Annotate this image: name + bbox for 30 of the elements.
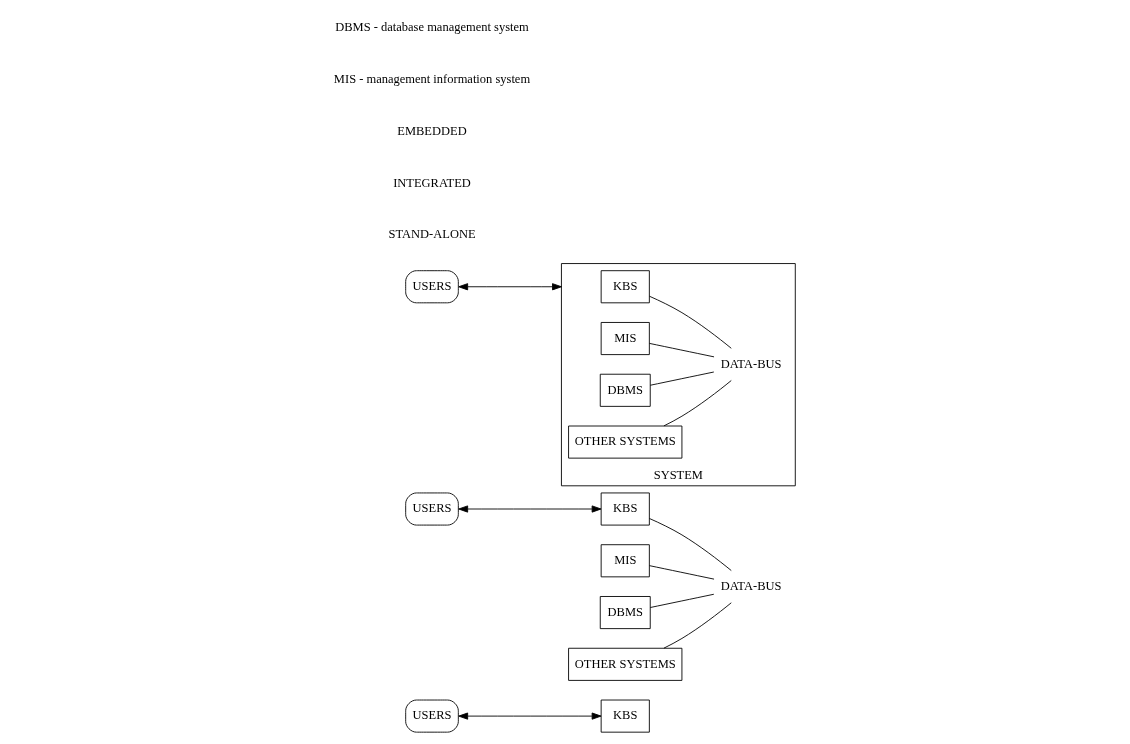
node-box: MIS <box>600 544 650 578</box>
node-box: KBS <box>600 699 650 733</box>
label: EMBEDDED <box>397 123 467 138</box>
node-box: OTHER SYSTEMS <box>568 647 683 681</box>
arrow <box>458 283 562 291</box>
connector <box>649 371 715 386</box>
node-text: DATA-BUS <box>720 578 782 593</box>
label: INTEGRATED <box>393 175 471 190</box>
node-box: KBS <box>600 492 650 526</box>
node-box: USERS <box>405 699 459 733</box>
connector <box>649 342 715 358</box>
node-box: USERS <box>405 270 459 304</box>
label: DBMS - database management system <box>335 20 529 35</box>
node-box: OTHER SYSTEMS <box>568 425 683 459</box>
node-box: KBS <box>600 270 650 304</box>
node-box: MIS <box>600 322 650 356</box>
connector <box>649 593 715 608</box>
node-text: DATA-BUS <box>720 356 782 371</box>
node-box: USERS <box>405 492 459 526</box>
connector <box>649 518 732 571</box>
connector <box>663 380 732 427</box>
label: MIS - management information system <box>333 71 531 86</box>
label: STAND-ALONE <box>388 227 476 242</box>
node-box: DBMS <box>599 596 651 630</box>
arrow <box>458 712 602 720</box>
connector <box>649 565 715 580</box>
node-box: DBMS <box>599 373 651 407</box>
connector <box>663 602 732 649</box>
connector <box>649 295 732 349</box>
arrow <box>458 505 602 513</box>
